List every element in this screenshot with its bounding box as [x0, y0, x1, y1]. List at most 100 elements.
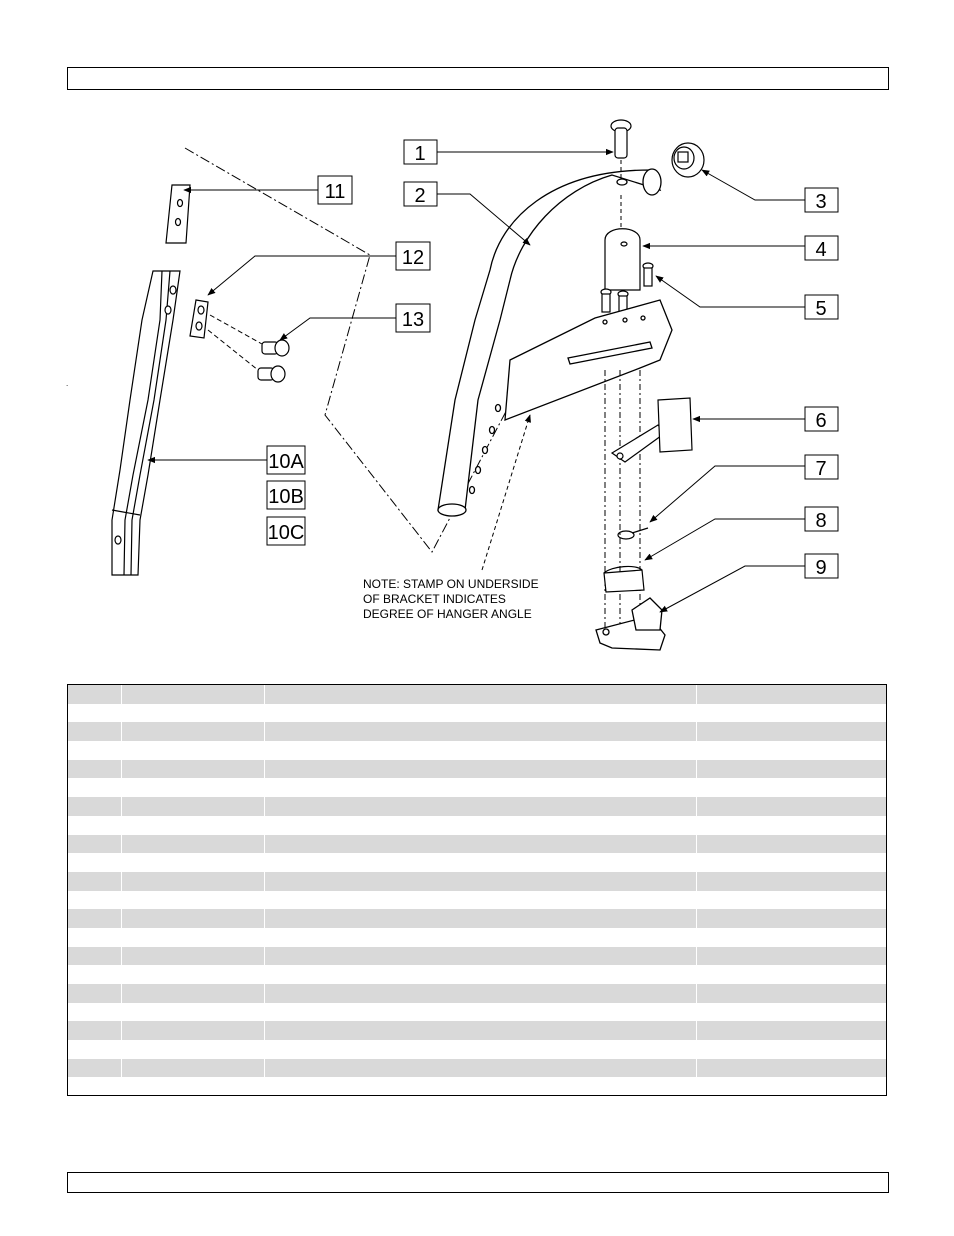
table-cell	[697, 1021, 886, 1040]
table-cell	[265, 797, 697, 816]
table-cell	[697, 891, 886, 910]
table-row	[68, 965, 886, 984]
table-cell	[697, 1040, 886, 1059]
table-cell	[697, 797, 886, 816]
table-cell	[265, 1040, 697, 1059]
callout-5: 5	[804, 294, 839, 320]
table-cell	[265, 685, 697, 704]
table-cell	[697, 1003, 886, 1022]
callout-8: 8	[804, 506, 839, 532]
table-cell	[265, 1077, 697, 1095]
table-cell	[68, 834, 122, 854]
table-cell	[68, 984, 122, 1003]
table-cell	[122, 797, 265, 816]
table-cell	[265, 834, 697, 854]
table-cell	[265, 778, 697, 798]
callout-9: 9	[804, 553, 839, 579]
table-row	[68, 1021, 886, 1041]
stray-mark: .	[66, 379, 68, 388]
hanger-angle-note: NOTE: STAMP ON UNDERSIDE OF BRACKET INDI…	[363, 577, 539, 621]
table-cell	[68, 1002, 122, 1022]
callout-11: 11	[317, 175, 353, 205]
table-cell	[265, 984, 697, 1003]
callout-2: 2	[403, 181, 438, 207]
top-screw-part	[610, 119, 632, 159]
header-bar	[67, 67, 889, 90]
table-cell	[122, 984, 265, 1003]
callout-9-label: 9	[815, 557, 826, 579]
assembly-guide-line	[184, 147, 513, 553]
hanger-tube-part	[111, 270, 181, 576]
table-cell	[697, 928, 886, 947]
table-cell	[68, 1040, 122, 1059]
table-cell	[68, 871, 122, 891]
table-cell	[697, 685, 886, 704]
table-cell	[697, 778, 886, 797]
table-cell	[265, 1021, 697, 1041]
lock-lever-part	[610, 397, 693, 463]
table-row	[68, 853, 886, 872]
table-cell	[68, 946, 122, 966]
callout-2-label: 2	[414, 185, 425, 207]
table-cell	[68, 1058, 122, 1078]
table-cell	[68, 927, 122, 947]
table-cell	[265, 741, 697, 760]
table-cell	[697, 835, 886, 854]
callout-4-label: 4	[815, 239, 826, 261]
table-cell	[122, 909, 265, 928]
bracket-screws-part	[600, 262, 654, 319]
table-row	[68, 722, 886, 742]
table-cell	[68, 1077, 122, 1095]
callout-5-label: 5	[815, 298, 826, 320]
table-cell	[68, 722, 122, 742]
table-cell	[697, 760, 886, 779]
table-cell	[122, 853, 265, 872]
table-row	[68, 1040, 886, 1059]
table-cell	[122, 703, 265, 723]
table-cell	[697, 1059, 886, 1078]
table-row	[68, 1058, 886, 1078]
callout-7: 7	[804, 454, 839, 480]
end-cap-part	[671, 142, 705, 178]
callout-10b: 10B	[266, 480, 306, 510]
table-cell	[68, 853, 122, 872]
screws-part	[257, 339, 290, 383]
table-cell	[265, 1058, 697, 1078]
table-row	[68, 927, 886, 947]
table-cell	[265, 853, 697, 872]
table-cell	[68, 890, 122, 910]
table-row	[68, 759, 886, 779]
table-cell	[122, 927, 265, 947]
table-cell	[68, 759, 122, 779]
table-cell	[68, 685, 122, 704]
table-cell	[122, 722, 265, 742]
table-cell	[265, 722, 697, 742]
callout-3-label: 3	[815, 191, 826, 213]
callout-10b-label: 10B	[268, 486, 304, 508]
table-cell	[122, 890, 265, 910]
table-cell	[697, 947, 886, 966]
table-row	[68, 797, 886, 816]
callout-10c-label: 10C	[268, 522, 305, 544]
table-cell	[68, 741, 122, 760]
table-cell	[265, 946, 697, 966]
table-cell	[122, 741, 265, 760]
table-cell	[697, 722, 886, 741]
table-cell	[68, 778, 122, 798]
callout-1: 1	[403, 139, 438, 165]
table-cell	[68, 1021, 122, 1041]
insert-part	[165, 184, 191, 244]
table-row	[68, 890, 886, 910]
table-cell	[265, 703, 697, 723]
table-cell	[697, 704, 886, 723]
callout-8-label: 8	[815, 510, 826, 532]
table-cell	[122, 965, 265, 984]
table-cell	[697, 909, 886, 928]
table-cell	[68, 815, 122, 835]
callout-3: 3	[804, 187, 839, 213]
note-line-1: NOTE: STAMP ON UNDERSIDE	[363, 577, 539, 591]
table-row	[68, 1077, 886, 1095]
table-cell	[697, 965, 886, 984]
table-cell	[265, 890, 697, 910]
table-row	[68, 778, 886, 798]
